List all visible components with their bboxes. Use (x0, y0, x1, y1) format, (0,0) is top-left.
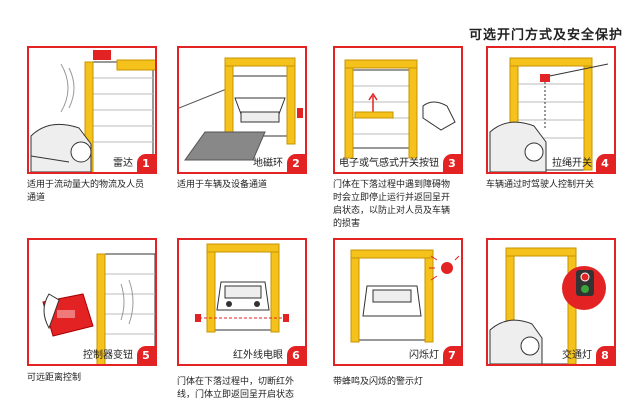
panel-label: 红外线电眼 (233, 350, 283, 361)
panel-description: 可远距离控制 (27, 372, 161, 385)
ground-loop-icon (179, 57, 303, 161)
panel-description: 带蜂鸣及闪烁的警示灯 (333, 376, 467, 389)
infrared-eye-icon (195, 243, 289, 333)
description-line: 适用于流动量大的物流及人员 (27, 180, 145, 190)
flash-lamp-icon (350, 249, 460, 343)
description-line: 门体在下落过程中，切断红外 (177, 377, 295, 387)
panel-description: 适用于流动量大的物流及人员 通道 (27, 179, 161, 205)
panel-label: 雷达 (113, 158, 133, 169)
description-line: 的损害 (333, 219, 361, 229)
panel-number-badge: 5 (137, 346, 155, 364)
panel-number-badge: 3 (443, 154, 461, 172)
panel-description: 车辆通过时驾驶人控制开关 (486, 179, 620, 192)
panel-remote-control: 控制器变钮 5 (27, 238, 157, 366)
panel-number-badge: 2 (287, 154, 305, 172)
panel-number-badge: 4 (596, 154, 614, 172)
panel-push-button: 电子或气感式开关按钮 3 (333, 46, 463, 174)
traffic-light-icon (489, 247, 606, 364)
description-line: 适用于车辆及设备通道 (177, 180, 268, 190)
description-line: 通道 (27, 193, 46, 203)
panel-label: 闪烁灯 (409, 350, 439, 361)
description-line: 线，门体立即返回呈开启状态 (177, 390, 295, 400)
panel-radar: 雷达 1 (27, 46, 157, 174)
description-line: 车辆通过时驾驶人控制开关 (486, 180, 595, 190)
panel-label: 电子或气感式开关按钮 (339, 158, 439, 169)
panel-description: 适用于车辆及设备通道 (177, 179, 311, 192)
description-line: 可远距离控制 (27, 373, 82, 383)
push-button-icon (344, 59, 456, 159)
radar-sensor-icon (30, 50, 155, 172)
panel-description: 门体在下落过程中，切断红外 线，门体立即返回呈开启状态 (177, 376, 311, 402)
description-line: 带蜂鸣及闪烁的警示灯 (333, 377, 424, 387)
panel-infrared-eye: 红外线电眼 6 (177, 238, 307, 366)
panel-pull-cord: 拉绳开关 4 (486, 46, 616, 174)
panel-number-badge: 1 (137, 154, 155, 172)
description-line: 门体在下落过程中遇到障碍物 (333, 180, 451, 190)
panel-label: 交通灯 (562, 350, 592, 361)
panel-number-badge: 8 (596, 346, 614, 364)
panel-label: 控制器变钮 (83, 350, 133, 361)
panel-ground-loop: 地磁环 2 (177, 46, 307, 174)
remote-control-icon (42, 253, 155, 364)
pull-cord-icon (489, 57, 609, 172)
page-title: 可选开门方式及安全保护 (468, 28, 623, 43)
panel-number-badge: 7 (443, 346, 461, 364)
description-line: 时会立即停止运行并返回呈开 (333, 193, 451, 203)
panel-description: 门体在下落过程中遇到障碍物 时会立即停止运行并返回呈开 启状态，以防止对人员及车… (333, 179, 467, 231)
panel-traffic-light: 交通灯 8 (486, 238, 616, 366)
panel-label: 拉绳开关 (552, 158, 592, 169)
description-line: 启状态，以防止对人员及车辆 (333, 206, 451, 216)
panel-label: 地磁环 (253, 158, 283, 169)
panel-number-badge: 6 (287, 346, 305, 364)
panel-flash-lamp: 闪烁灯 7 (333, 238, 463, 366)
